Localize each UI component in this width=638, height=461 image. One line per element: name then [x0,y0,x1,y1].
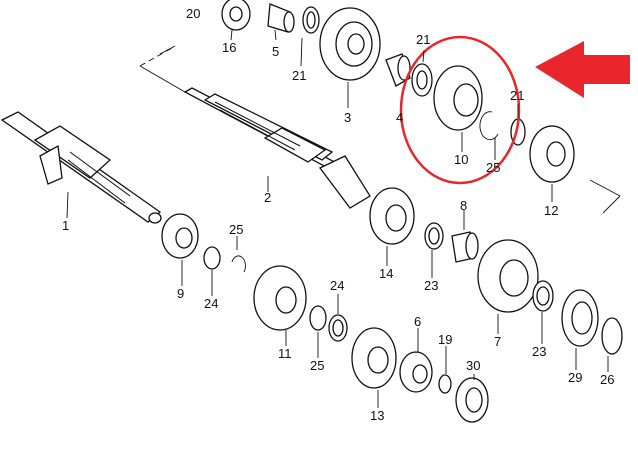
bearing-part-29 [561,289,599,347]
label-29: 29 [568,370,582,385]
countershaft-part-1 [0,111,162,224]
mainshaft-part-2 [183,87,371,209]
label-9: 9 [177,286,184,301]
label-4: 4 [396,110,403,125]
collar-part-5 [267,3,295,33]
label-25-top: 25 [486,160,500,175]
washer-part-24-left [203,246,221,270]
washer-part-21-top [302,6,320,34]
label-25-left: 25 [229,222,243,237]
label-26: 26 [600,372,614,387]
label-7: 7 [494,334,501,349]
label-6: 6 [414,314,421,329]
washer-part-21-mid [411,63,433,97]
bearing-part-30 [455,377,489,423]
gear-part-16 [221,0,251,31]
label-13: 13 [370,408,384,423]
gear-part-9 [161,213,199,259]
bushing-part-8 [451,231,479,263]
label-21-mid: 21 [416,32,430,47]
upper-axis-lines [139,45,621,214]
label-16: 16 [222,40,236,55]
label-2: 2 [264,190,271,205]
washer-part-24-mid [328,314,348,342]
gear-part-6 [399,351,433,393]
bearing-part-26 [601,317,623,355]
washer-part-19 [438,374,452,394]
label-19: 19 [438,332,452,347]
label-24-mid: 24 [330,278,344,293]
gear-part-10 [433,65,483,131]
washer-part-23-right [532,280,554,312]
label-5: 5 [272,44,279,59]
highlight-circle [399,35,521,185]
label-30: 30 [466,358,480,373]
label-1: 1 [62,218,69,233]
gear-part-14 [369,187,415,245]
label-14: 14 [379,266,393,281]
gear-part-3 [319,7,381,81]
label-21-top: 21 [292,68,306,83]
label-11: 11 [278,346,292,361]
gear-part-12 [529,125,575,183]
label-24-left: 24 [204,296,218,311]
red-arrow-icon [535,41,630,98]
circlip-part-25-left [231,255,246,273]
highlight-annotation [399,35,630,185]
label-12: 12 [544,203,558,218]
label-3: 3 [344,110,351,125]
washer-part-23-mid [424,222,444,250]
gear-part-13 [351,327,397,389]
leader-lines [66,29,609,408]
bushing-part-4 [385,53,411,87]
label-23-right: 23 [532,344,546,359]
label-8: 8 [460,198,467,213]
label-20: 20 [186,6,200,21]
circlip-part-25-top [479,111,499,141]
label-25-mid: 25 [310,358,324,373]
part-number-labels: 20 16 5 21 3 21 4 10 25 21 12 2 1 9 24 2… [62,6,614,423]
label-21-right: 21 [510,88,524,103]
gear-part-7 [477,239,539,313]
label-10: 10 [454,152,468,167]
label-23-mid: 23 [424,278,438,293]
gear-part-11 [253,265,307,331]
washer-part-25-mid [309,305,327,331]
